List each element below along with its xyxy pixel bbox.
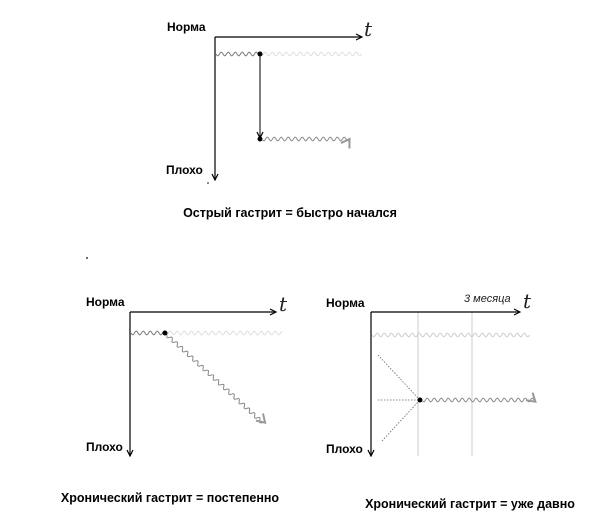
wave-normal	[130, 330, 165, 336]
possible-path	[381, 401, 419, 442]
label-norm: Норма	[86, 295, 125, 309]
wave-normal-faded	[371, 332, 530, 338]
label-norm: Норма	[326, 296, 365, 310]
drop-point	[257, 136, 263, 142]
caption-acute: Острый гастрит = быстро начался	[183, 206, 397, 220]
time-label: t	[279, 292, 288, 316]
panel-chronic-long: Норма Плохо 3 месяца t Хронический гастр…	[326, 289, 575, 511]
time-mark: 3 месяца	[464, 293, 511, 305]
label-bad: Плохо	[326, 442, 363, 456]
wave-normal-faded	[259, 51, 362, 57]
wave-normal	[215, 51, 260, 57]
time-label: t	[523, 289, 532, 313]
label-bad: Плохо	[166, 163, 203, 177]
wave-after	[421, 392, 537, 403]
label-norm: Норма	[167, 20, 206, 34]
label-bad: Плохо	[86, 440, 123, 454]
caption-chronic-gradual: Хронический гастрит = постепенно	[61, 491, 280, 505]
state-point	[417, 397, 423, 403]
panel-chronic-gradual: Норма Плохо t Хронический гастрит = пост…	[61, 292, 288, 505]
wave-gradual-decline	[166, 334, 267, 425]
caption-chronic-long: Хронический гастрит = уже давно	[365, 497, 575, 511]
panel-acute: Норма Плохо t Острый гастрит = быстро на…	[166, 17, 397, 220]
onset-point	[162, 330, 168, 336]
time-label: t	[364, 17, 373, 41]
wave-after	[261, 136, 351, 149]
wave-normal-faded	[164, 330, 283, 336]
possible-path	[377, 354, 419, 399]
